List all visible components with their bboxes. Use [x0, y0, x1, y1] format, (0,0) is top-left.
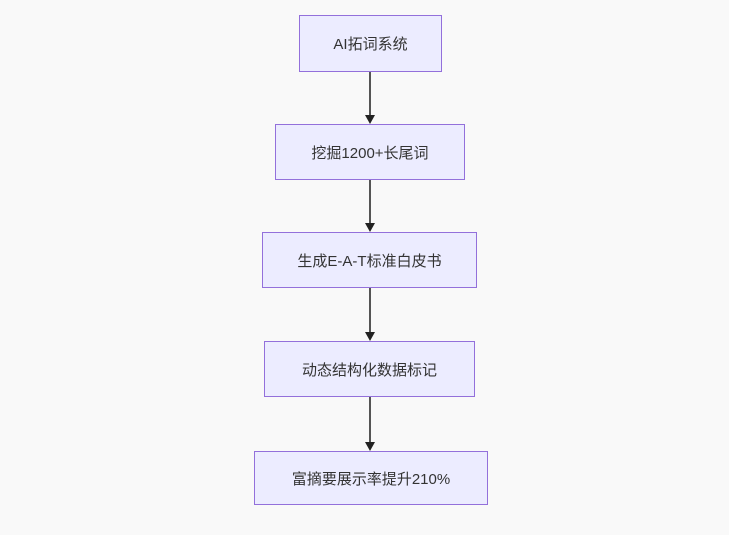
- arrow-line: [369, 288, 371, 333]
- arrow-line: [369, 397, 371, 443]
- flowchart-node-step-1: AI拓词系统: [299, 15, 442, 72]
- arrow-line: [369, 72, 371, 116]
- flowchart-edge: [364, 180, 376, 232]
- flowchart-node-step-2: 挖掘1200+长尾词: [275, 124, 465, 180]
- arrow-down-icon: [365, 442, 375, 451]
- flowchart-edge: [364, 288, 376, 341]
- flowchart-node-step-5: 富摘要展示率提升210%: [254, 451, 488, 505]
- flowchart-node-step-4: 动态结构化数据标记: [264, 341, 475, 397]
- arrow-down-icon: [365, 223, 375, 232]
- node-label: 富摘要展示率提升210%: [291, 470, 451, 488]
- arrow-down-icon: [365, 115, 375, 124]
- node-label: 挖掘1200+长尾词: [311, 144, 429, 162]
- flowchart-edge: [364, 72, 376, 124]
- arrow-line: [369, 180, 371, 224]
- flowchart-node-step-3: 生成E-A-T标准白皮书: [262, 232, 477, 288]
- node-label: AI拓词系统: [333, 36, 408, 53]
- arrow-down-icon: [365, 332, 375, 341]
- flowchart-edge: [364, 397, 376, 451]
- node-label: 动态结构化数据标记: [301, 361, 437, 379]
- node-label: 生成E-A-T标准白皮书: [297, 252, 442, 270]
